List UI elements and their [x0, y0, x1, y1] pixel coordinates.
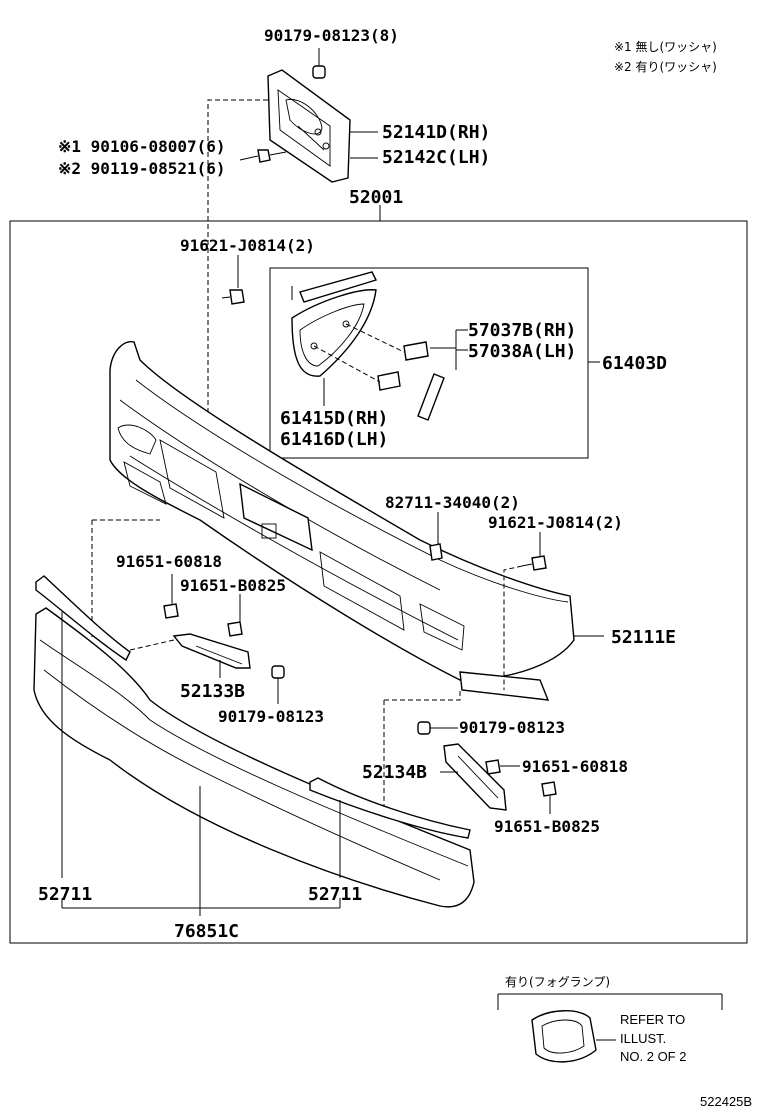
bolt-left-b-icon: [227, 621, 243, 637]
label-bolt-right: 91621-J0814(2): [488, 513, 623, 532]
label-assembly: 52001: [349, 187, 403, 208]
clip-icon: [429, 543, 443, 561]
label-cover-lh: 61416D(LH): [280, 429, 388, 450]
bolt-inner-icon: [221, 289, 245, 305]
bolt-left-a-icon: [163, 603, 179, 619]
fog-lamp-reference-inset: [497, 993, 723, 1063]
fog-lamp-cover: [291, 271, 377, 377]
assembly-frame: [9, 220, 748, 944]
label-bolt-right-b: 91651-B0825: [494, 817, 600, 836]
label-stay-right: 52134B: [362, 762, 427, 783]
front-spoiler: [33, 607, 475, 908]
stay-left: [172, 633, 251, 669]
diagram-id: 522425B: [700, 1094, 752, 1109]
label-bolt-inner: 91621-J0814(2): [180, 236, 315, 255]
bracket-52141d: [267, 69, 351, 183]
fog-lamp-subframe: [269, 267, 589, 459]
label-spoiler: 76851C: [174, 921, 239, 942]
bolt-right-a-icon: [485, 759, 501, 775]
label-trim-rh: 57037B(RH): [468, 320, 576, 341]
bolt-side-icon: [257, 149, 287, 163]
molding-left: [35, 575, 131, 662]
washer-note-with: ※2 有り(ワッシャ): [614, 60, 717, 74]
label-stay-left: 52133B: [180, 681, 245, 702]
label-bracket-lh: 52142C(LH): [382, 147, 490, 168]
front-bumper: [109, 341, 575, 701]
label-fog-assembly: 61403D: [602, 353, 667, 374]
label-bracket-rh: 52141D(RH): [382, 122, 490, 143]
label-bolt-side-1: ※1 90106-08007(6): [58, 137, 226, 156]
inset-ref-line1: REFER TO: [620, 1012, 685, 1027]
label-clip: 82711-34040(2): [385, 493, 520, 512]
bolt-right-icon: [521, 555, 547, 571]
molding-right: [309, 777, 471, 839]
inset-title: 有り(フォグランプ): [505, 975, 610, 989]
label-bolt-left-a: 91651-60818: [116, 552, 222, 571]
label-trim-lh: 57038A(LH): [468, 341, 576, 362]
label-bolt-right-a: 91651-60818: [522, 757, 628, 776]
label-nut-right: 90179-08123: [459, 718, 565, 737]
label-nut-top: 90179-08123(8): [264, 26, 399, 45]
fog-lamp-bracket: [377, 341, 445, 421]
label-nut-left: 90179-08123: [218, 707, 324, 726]
label-molding-left: 52711: [38, 884, 92, 905]
inset-ref-line2: ILLUST.: [620, 1031, 666, 1046]
nut-right-icon: [417, 721, 431, 735]
bolt-right-b-icon: [541, 781, 557, 797]
label-molding-right: 52711: [308, 884, 362, 905]
label-bolt-side-2: ※2 90119-08521(6): [58, 159, 226, 178]
nut-top-icon: [312, 65, 326, 79]
label-bolt-left-b: 91651-B0825: [180, 576, 286, 595]
nut-left-icon: [271, 665, 285, 679]
label-cover-rh: 61415D(RH): [280, 408, 388, 429]
inset-ref-line3: NO. 2 OF 2: [620, 1049, 686, 1064]
label-bumper: 52111E: [611, 627, 676, 648]
stay-right: [443, 743, 507, 811]
washer-note-none: ※1 無し(ワッシャ): [614, 39, 717, 54]
